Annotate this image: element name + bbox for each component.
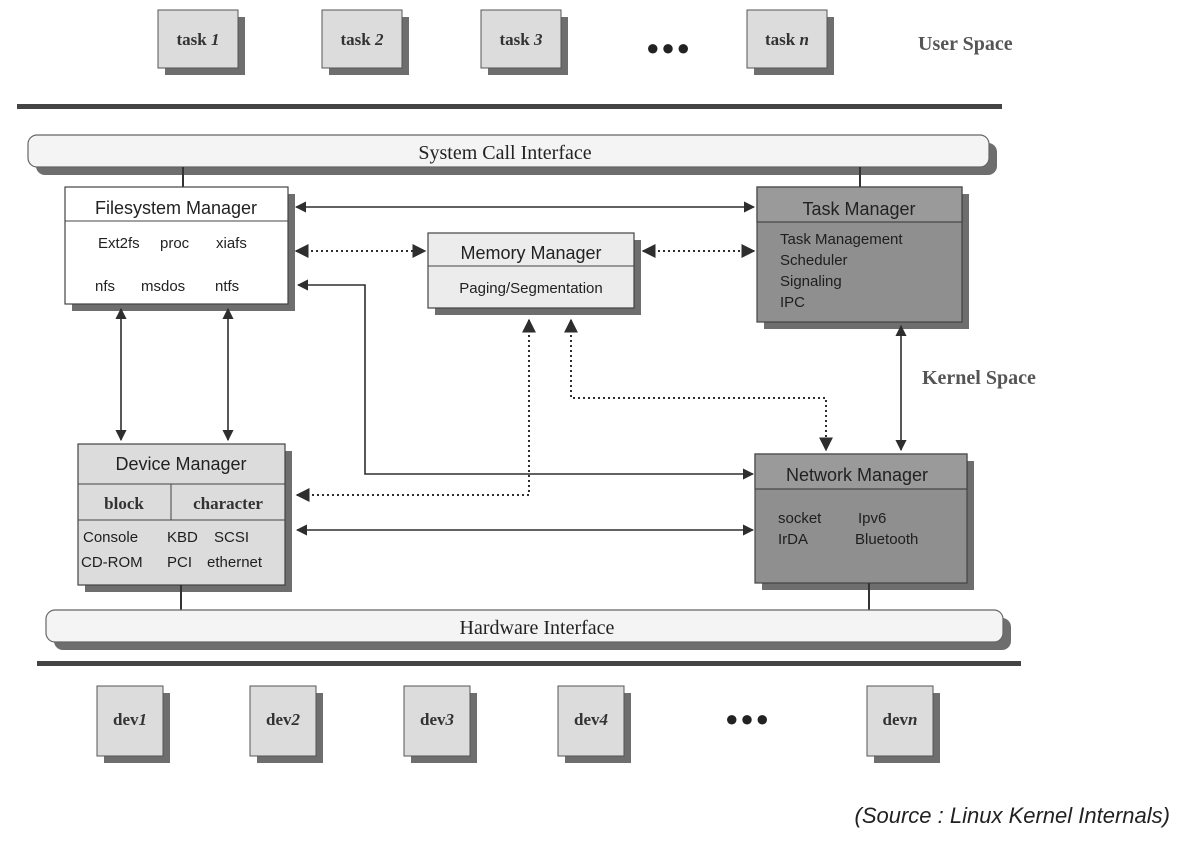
- fs-proc: proc: [160, 235, 190, 252]
- network-manager-box: Network Manager socket Ipv6 IrDA Bluetoo…: [754, 453, 974, 590]
- task-ellipsis: ●●●: [646, 35, 692, 60]
- dev-scsi: SCSI: [214, 529, 249, 546]
- hardware-interface-bar: Hardware Interface: [45, 609, 1011, 650]
- task-prefix: task: [341, 30, 375, 49]
- task-box-3: task 3: [480, 9, 568, 75]
- task-item-scheduler: Scheduler: [780, 252, 848, 269]
- dev-index: n: [908, 710, 917, 729]
- dev-ethernet: ethernet: [207, 554, 263, 571]
- device-manager-box: Device Manager block character Console K…: [77, 443, 292, 592]
- svg-text:dev2: dev2: [266, 710, 301, 729]
- dev-ellipsis: ●●●: [725, 706, 771, 731]
- dev-kbd: KBD: [167, 529, 198, 546]
- fs-ext2fs: Ext2fs: [98, 235, 140, 252]
- dev-box-1: dev1: [96, 685, 170, 763]
- net-socket: socket: [778, 510, 822, 527]
- memory-manager-title: Memory Manager: [460, 243, 601, 263]
- svg-text:task 3: task 3: [500, 30, 543, 49]
- task-item-ipc: IPC: [780, 294, 805, 311]
- net-irda: IrDA: [778, 531, 808, 548]
- fs-ntfs: ntfs: [215, 278, 239, 295]
- dev-pci: PCI: [167, 554, 192, 571]
- fs-xiafs: xiafs: [216, 235, 247, 252]
- svg-text:task n: task n: [765, 30, 809, 49]
- dev-console: Console: [83, 529, 138, 546]
- dev-box-3: dev3: [403, 685, 477, 763]
- network-manager-title: Network Manager: [786, 465, 928, 485]
- memory-device-arrow: [295, 318, 536, 502]
- dev-cdrom: CD-ROM: [81, 554, 143, 571]
- dev-index: 1: [139, 710, 148, 729]
- task-index: 2: [374, 30, 384, 49]
- svg-text:dev4: dev4: [574, 710, 608, 729]
- svg-text:dev1: dev1: [113, 710, 147, 729]
- task-prefix: task: [500, 30, 534, 49]
- dev-index: 3: [445, 710, 455, 729]
- filesystem-manager-box: Filesystem Manager Ext2fs proc xiafs nfs…: [64, 186, 295, 311]
- task-index: 3: [533, 30, 543, 49]
- net-ipv6: Ipv6: [858, 510, 886, 527]
- memory-manager-box: Memory Manager Paging/Segmentation: [427, 232, 641, 315]
- dev-box-2: dev2: [249, 685, 323, 763]
- task-manager-title: Task Manager: [802, 199, 915, 219]
- memory-network-arrow: [564, 318, 833, 452]
- task-box-2: task 2: [321, 9, 409, 75]
- device-character: character: [193, 494, 263, 513]
- dev-box-n: devn: [866, 685, 940, 763]
- task-item-task-management: Task Management: [780, 231, 903, 248]
- svg-text:task 1: task 1: [177, 30, 220, 49]
- memory-manager-paging: Paging/Segmentation: [459, 280, 602, 297]
- task-manager-box: Task Manager Task Management Scheduler S…: [756, 186, 969, 329]
- svg-text:task 2: task 2: [341, 30, 384, 49]
- dev-index: 2: [291, 710, 301, 729]
- kernel-hardware-separator: [37, 661, 1021, 666]
- source-caption: (Source : Linux Kernel Internals): [855, 803, 1171, 828]
- hardware-interface-label: Hardware Interface: [460, 617, 615, 639]
- task-index: 1: [211, 30, 220, 49]
- task-box-n: task n: [746, 9, 834, 75]
- dev-index: 4: [599, 710, 609, 729]
- task-prefix: task: [177, 30, 211, 49]
- dev-prefix: dev: [420, 710, 446, 729]
- svg-text:dev3: dev3: [420, 710, 455, 729]
- dev-box-4: dev4: [557, 685, 631, 763]
- user-space-label: User Space: [918, 33, 1013, 55]
- task-index: n: [800, 30, 809, 49]
- fs-msdos: msdos: [141, 278, 185, 295]
- dev-prefix: dev: [574, 710, 600, 729]
- device-manager-title: Device Manager: [115, 454, 246, 474]
- system-call-interface-bar: System Call Interface: [27, 134, 997, 175]
- dev-prefix: dev: [266, 710, 292, 729]
- system-call-interface-label: System Call Interface: [418, 142, 591, 164]
- device-block: block: [104, 494, 144, 513]
- task-box-1: task 1: [157, 9, 245, 75]
- net-bluetooth: Bluetooth: [855, 531, 918, 548]
- dev-prefix: dev: [113, 710, 139, 729]
- svg-text:devn: devn: [883, 710, 918, 729]
- dev-prefix: dev: [883, 710, 909, 729]
- filesystem-manager-title: Filesystem Manager: [95, 198, 257, 218]
- kernel-space-label: Kernel Space: [922, 367, 1036, 389]
- task-item-signaling: Signaling: [780, 273, 842, 290]
- task-prefix: task: [765, 30, 799, 49]
- user-kernel-separator: [17, 104, 1002, 109]
- fs-nfs: nfs: [95, 278, 115, 295]
